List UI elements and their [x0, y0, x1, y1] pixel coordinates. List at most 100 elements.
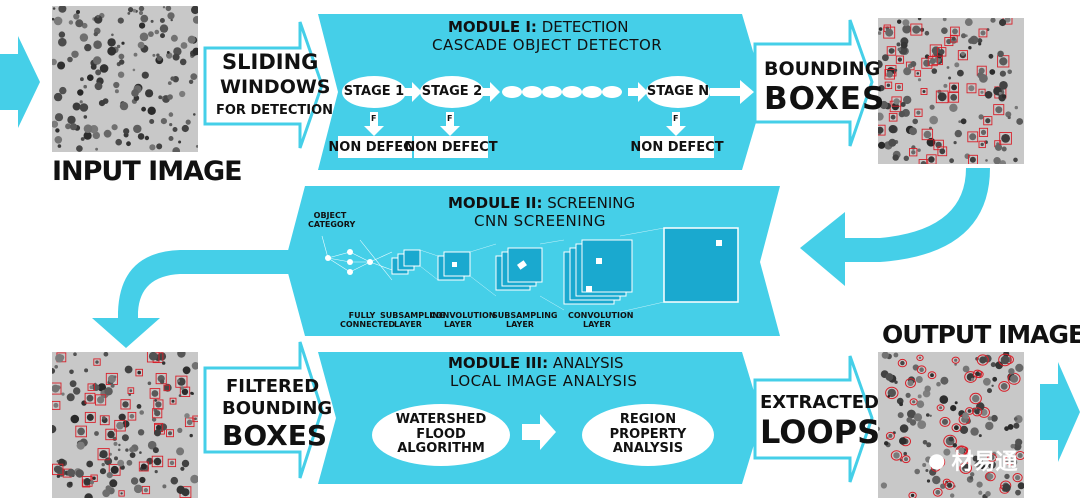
- defect-dot: [137, 370, 141, 375]
- defect-dot: [125, 448, 129, 452]
- defect-dot: [105, 485, 112, 491]
- filtered-box-mark: [153, 399, 164, 410]
- defect-dot: [925, 469, 929, 472]
- defect-dot: [994, 143, 1003, 151]
- defect-dot: [54, 365, 58, 369]
- defect-dot: [70, 414, 80, 424]
- defect-dot: [907, 380, 914, 387]
- defect-dot: [72, 102, 81, 111]
- non-defect-2: NON DEFECT: [404, 136, 498, 158]
- defect-dot: [86, 413, 94, 421]
- defect-dot: [974, 409, 980, 415]
- loop-outline: [942, 478, 951, 486]
- defect-dot: [939, 395, 949, 404]
- defect-dot: [958, 120, 962, 123]
- defect-dot: [888, 125, 897, 134]
- defect-dot: [52, 120, 59, 128]
- defect-dot: [83, 84, 87, 89]
- defect-dot: [924, 30, 930, 36]
- subsampling-2-2: LAYER: [506, 319, 534, 329]
- defect-dot: [61, 392, 65, 396]
- bounding-box-mark: [914, 108, 923, 117]
- defect-dot: [89, 385, 94, 389]
- defect-dot: [137, 41, 145, 49]
- defect-dot: [147, 381, 152, 386]
- loop-outline: [885, 431, 895, 440]
- defect-dot: [121, 434, 129, 442]
- defect-dot: [929, 115, 938, 125]
- defect-dot: [930, 373, 934, 378]
- defect-dot: [1007, 115, 1011, 120]
- defect-dot: [967, 409, 972, 413]
- defect-dot: [76, 441, 85, 450]
- stage-1-f: F: [371, 114, 377, 123]
- defect-dot: [1010, 443, 1016, 449]
- defect-dot: [160, 118, 167, 125]
- defect-dot: [93, 31, 98, 37]
- defect-dot: [878, 85, 885, 92]
- defect-dot: [907, 409, 916, 419]
- defect-dot: [188, 79, 194, 85]
- defect-dot: [137, 133, 145, 140]
- defect-dot: [903, 67, 912, 76]
- defect-dot: [878, 126, 884, 134]
- defect-dot: [129, 389, 133, 393]
- defect-dot: [931, 68, 938, 74]
- defect-dot: [939, 406, 943, 410]
- defect-dot: [154, 429, 161, 437]
- stage-1-node: STAGE 1: [342, 76, 406, 108]
- exit-arrow: [1040, 362, 1080, 462]
- defect-dot: [148, 352, 158, 361]
- defect-dot: [111, 33, 114, 37]
- defect-dot: [94, 82, 103, 91]
- defect-dot: [887, 395, 891, 398]
- defect-dot: [166, 51, 170, 54]
- defect-dot: [154, 470, 158, 474]
- defect-dot: [878, 112, 884, 121]
- defect-dot: [912, 25, 921, 34]
- defect-dot: [934, 458, 943, 466]
- defect-dot: [984, 91, 993, 99]
- defect-dot: [141, 71, 149, 79]
- defect-dot: [53, 465, 62, 473]
- defect-dot: [913, 413, 923, 422]
- defect-dot: [1001, 146, 1007, 152]
- defect-dot: [83, 131, 92, 140]
- defect-dot: [991, 414, 998, 422]
- defect-dot: [87, 74, 94, 81]
- defect-dot: [162, 6, 166, 9]
- defect-dot: [71, 50, 79, 58]
- loop-outline: [890, 450, 903, 461]
- subsampling-1-1: SUBSAMPLING: [380, 311, 446, 320]
- defect-dot: [102, 489, 111, 498]
- defect-dot: [58, 37, 67, 47]
- bounding-box-mark: [966, 83, 977, 94]
- stage-flow-arrows: [402, 80, 754, 104]
- sliding-label-2: WINDOWS: [220, 76, 331, 98]
- filtered-box-mark: [146, 352, 160, 363]
- defect-dot: [67, 115, 76, 125]
- defect-dot: [140, 463, 147, 470]
- entry-arrow: [0, 36, 40, 128]
- defect-dot: [915, 376, 923, 383]
- defect-dot: [949, 103, 958, 113]
- loop-outline: [1015, 451, 1024, 460]
- defect-dot: [69, 380, 77, 388]
- defect-dot: [989, 455, 995, 460]
- defect-dot: [1015, 475, 1021, 481]
- output-image-label: OUTPUT IMAGE: [882, 320, 1080, 349]
- defect-dot: [138, 6, 145, 12]
- defect-dot: [999, 18, 1007, 27]
- defect-dot: [180, 42, 188, 49]
- defect-dot: [976, 481, 983, 488]
- defect-dot: [109, 479, 118, 488]
- defect-dot: [942, 418, 948, 425]
- micrograph-background: [878, 352, 1024, 498]
- loop-outline: [905, 378, 916, 389]
- loop-outline: [927, 371, 937, 380]
- defect-dot: [1016, 118, 1024, 125]
- defect-dot: [885, 28, 894, 37]
- defect-dot: [162, 361, 166, 365]
- defect-dot: [937, 92, 947, 102]
- loop-outline: [959, 462, 972, 474]
